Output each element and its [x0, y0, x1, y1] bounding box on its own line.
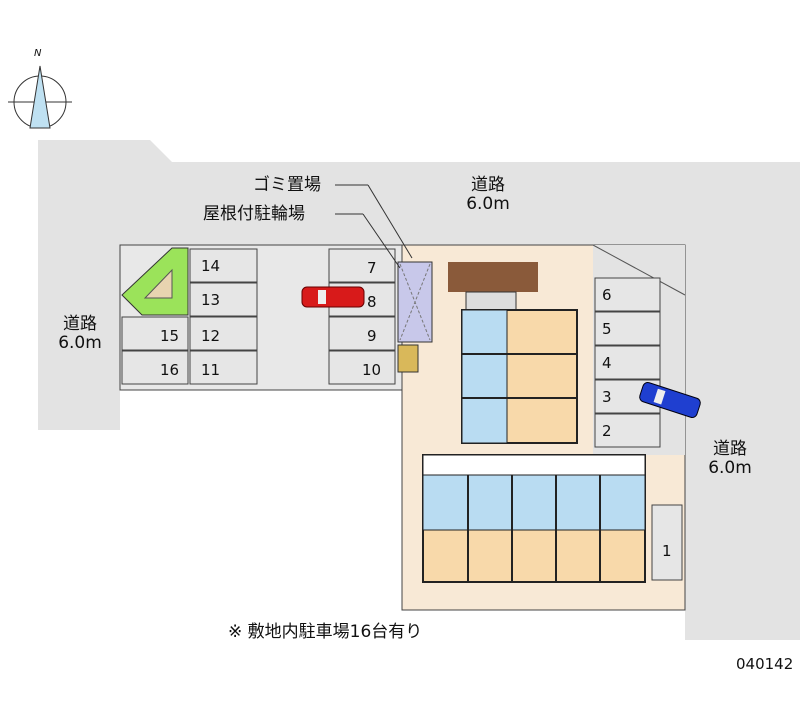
garbage-label: ゴミ置場 — [253, 175, 321, 195]
parking-space-2: 2 — [602, 422, 612, 440]
stairs — [448, 262, 538, 292]
bike-parking-label: 屋根付駐輪場 — [203, 204, 305, 224]
parking-space-9: 9 — [367, 327, 377, 345]
upper-building — [461, 309, 578, 444]
road-area — [38, 140, 800, 640]
lower-building — [422, 454, 646, 583]
road-name: 道路 — [471, 175, 505, 195]
red-car — [301, 286, 365, 308]
blue-car — [639, 382, 701, 418]
parking-space-15: 15 — [160, 327, 180, 345]
bike-rack — [397, 344, 419, 373]
parking-space-6: 6 — [602, 286, 612, 304]
compass-label: N — [34, 48, 42, 59]
road-width: 6.0m — [58, 332, 102, 353]
parking-space-12: 12 — [201, 327, 221, 345]
parking-space-10: 10 — [362, 361, 382, 379]
map-code: 040142 — [736, 655, 794, 673]
compass-icon — [8, 65, 72, 129]
parking-space-3: 3 — [602, 388, 612, 406]
road-width: 6.0m — [466, 193, 510, 214]
road-name: 道路 — [63, 314, 97, 334]
parking-space-1: 1 — [662, 542, 672, 560]
parking-space-13: 13 — [201, 291, 221, 309]
road-name: 道路 — [713, 439, 747, 459]
parking-space-8: 8 — [367, 293, 377, 311]
road-width: 6.0m — [708, 457, 752, 478]
footnote: ※ 敷地内駐車場16台有り — [228, 622, 423, 642]
parking-space-16: 16 — [160, 361, 180, 379]
parking-space-11: 11 — [201, 361, 221, 379]
parking-space-5: 5 — [602, 320, 612, 338]
parking-space-14: 14 — [201, 257, 221, 275]
parking-space-7: 7 — [367, 259, 377, 277]
parking-space-4: 4 — [602, 354, 612, 372]
